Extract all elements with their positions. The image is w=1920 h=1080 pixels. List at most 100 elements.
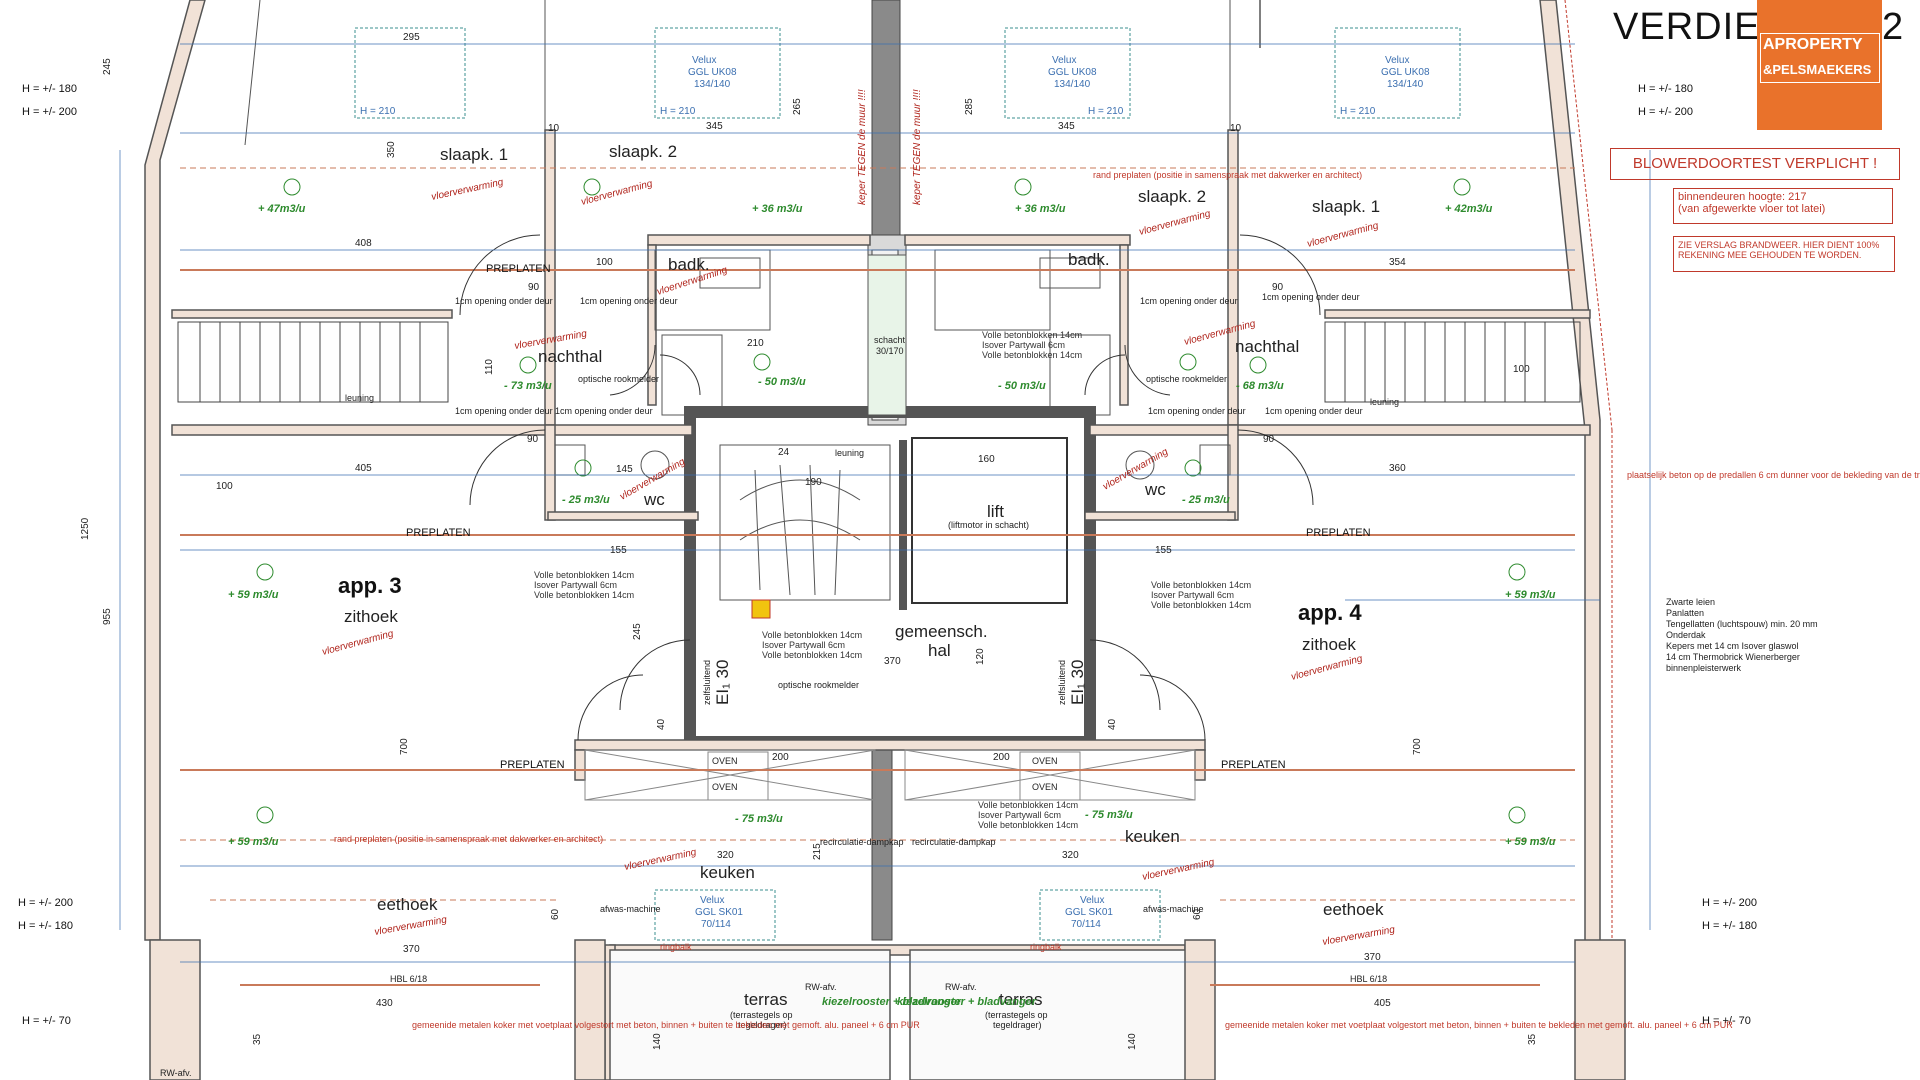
schacht-label: schacht	[874, 335, 906, 345]
airflow-25-left: - 25 m3/u	[562, 494, 610, 506]
level-h180-tl: H = +/- 180	[22, 83, 77, 95]
room-gemeensch: gemeensch.	[895, 622, 988, 641]
airflow-68: - 68 m3/u	[1236, 380, 1284, 392]
velux-type-3: GGL UK08	[1381, 67, 1430, 78]
airflow-36-left: + 36 m3/u	[752, 203, 803, 215]
document-title: VERDIE	[1613, 6, 1761, 48]
dim-295: 295	[403, 32, 420, 43]
airflow-59-right-1: + 59 m3/u	[1505, 589, 1556, 601]
dim-200-left: 200	[772, 752, 789, 763]
preplaten-lines	[180, 269, 1575, 986]
dim-155-right: 155	[1155, 545, 1172, 556]
room-terras-left: terras	[744, 990, 787, 1009]
room-hal: hal	[928, 641, 951, 660]
velux-type-5: GGL SK01	[1065, 907, 1113, 918]
level-h70-bl: H = +/- 70	[22, 1015, 71, 1027]
betonblokken-3: Volle betonblokken 14cm	[1151, 580, 1251, 590]
rand-preplaten-top: rand preplaten (positie in samenspraak m…	[1093, 170, 1362, 180]
betonblokken-9: Volle betonblokken 14cm	[978, 800, 1078, 810]
oven-right-2: OVEN	[1032, 782, 1058, 792]
dim-320-left: 320	[717, 850, 734, 861]
room-slaapk2-left: slaapk. 2	[609, 142, 677, 161]
roof-tengellatten: Tengellatten (luchtspouw) min. 20 mm	[1666, 619, 1818, 629]
ventilation-markers	[256, 178, 1526, 824]
airflow-50-left: - 50 m3/u	[758, 376, 806, 388]
app4-label: app. 4	[1298, 600, 1362, 625]
door-swings	[459, 234, 1321, 741]
betonblokken-4: Volle betonblokken 14cm	[1151, 600, 1251, 610]
dim-408: 408	[355, 238, 372, 249]
dim-100-right: 100	[1513, 364, 1530, 375]
rw-afv-left: RW-afv.	[805, 982, 837, 992]
terrace	[149, 939, 1626, 1080]
dim-100-top: 100	[596, 257, 613, 268]
level-h200-bl: H = +/- 200	[18, 897, 73, 909]
dim-145: 145	[616, 464, 633, 475]
dim-10-2: 10	[1230, 123, 1242, 134]
opening-5: 1cm opening onder deur	[455, 406, 553, 416]
level-h180-br: H = +/- 180	[1702, 920, 1757, 932]
airflow-36-right: + 36 m3/u	[1015, 203, 1066, 215]
airflow-25-right: - 25 m3/u	[1182, 494, 1230, 506]
app3-label: app. 3	[338, 573, 402, 598]
preplaten-1: PREPLATEN	[486, 263, 551, 275]
kiezelrooster-right: kiezelrooster + bladvanger	[897, 996, 1037, 1008]
airflow-59-right-2: + 59 m3/u	[1505, 836, 1556, 848]
dim-40-left: 40	[656, 718, 667, 730]
brand-logo: APROPERTY &PELSMAEKERS	[1757, 0, 1882, 130]
airflow-75-left: - 75 m3/u	[735, 813, 783, 825]
ei30-right: EI₁ 30	[1068, 660, 1087, 705]
airflow-73: - 73 m3/u	[504, 380, 552, 392]
hbl-left: HBL 6/18	[390, 974, 427, 984]
velux-h-1: H = 210	[660, 106, 696, 117]
level-h200-br: H = +/- 200	[1702, 897, 1757, 909]
koker-right: gemeenide metalen koker met voetplaat vo…	[1225, 1020, 1733, 1030]
level-h200-tl: H = +/- 200	[22, 106, 77, 118]
room-wc-left: wc	[643, 490, 665, 509]
kiezelrooster-left: kiezelrooster + bladvanger	[822, 996, 962, 1008]
partywall-5: Isover Partywall 6cm	[978, 810, 1061, 820]
dim-140-right: 140	[1127, 1033, 1138, 1050]
velux-dim-1: 134/140	[694, 79, 731, 90]
rookmelder-nachthal-left: optische rookmelder	[578, 374, 659, 384]
level-h180-bl: H = +/- 180	[18, 920, 73, 932]
dim-200-right: 200	[993, 752, 1010, 763]
rookmelder-left: optische rookmelder	[778, 680, 859, 690]
afwasmachine-right: afwas-machine	[1143, 904, 1204, 914]
velux-type-4: GGL SK01	[695, 907, 743, 918]
roof-zwarte-leien: Zwarte leien	[1666, 597, 1715, 607]
hbl-right: HBL 6/18	[1350, 974, 1387, 984]
velux-labels: Velux GGL UK08 134/140 H = 210 Velux GGL…	[360, 55, 1430, 930]
terras-right-sub1: (terrastegels op	[985, 1010, 1048, 1020]
terras-left-sub2: tegeldrager)	[738, 1020, 787, 1030]
vloerverwarming-12: vloerverwarming	[623, 847, 697, 873]
preplaten-5: PREPLATEN	[1221, 759, 1286, 771]
room-eethoek-right: eethoek	[1323, 900, 1384, 919]
logo-line2: &PELSMAEKERS	[1763, 62, 1872, 77]
dim-100-left: 100	[216, 481, 233, 492]
airflow-50-right: - 50 m3/u	[998, 380, 1046, 392]
document-title-suffix: 2	[1882, 6, 1904, 48]
fire-report-note: ZIE VERSLAG BRANDWEER. HIER DIENT 100% R…	[1673, 236, 1895, 272]
partywall-2: Isover Partywall 6cm	[1151, 590, 1234, 600]
level-h200-tr: H = +/- 200	[1638, 106, 1693, 118]
plaatselijk-beton: plaatselijk beton op de predallen 6 cm d…	[1627, 470, 1920, 480]
blowerdoor-note: BLOWERDOORTEST VERPLICHT !	[1610, 148, 1900, 180]
dim-215: 215	[812, 843, 823, 860]
opening-1: 1cm opening onder deur	[455, 296, 553, 306]
betonblokken-8: Volle betonblokken 14cm	[982, 350, 1082, 360]
opening-3: 1cm opening onder deur	[1140, 296, 1238, 306]
schacht-dim: 30/170	[876, 346, 904, 356]
recirculatie-left: recirculatie-dampkap	[820, 837, 904, 847]
opening-6: 1cm opening onder deur	[555, 406, 653, 416]
room-zithoek-right: zithoek	[1302, 635, 1356, 654]
opening-2: 1cm opening onder deur	[580, 296, 678, 306]
stair-core	[684, 406, 1096, 748]
vloerverwarming-14: vloerverwarming	[374, 914, 449, 938]
zelfsluitend-left: zelfsluitend	[702, 660, 712, 705]
dim-35-left: 35	[252, 1033, 263, 1045]
oven-right-1: OVEN	[1032, 756, 1058, 766]
room-keuken-left: keuken	[700, 863, 755, 882]
level-h70-br: H = +/- 70	[1702, 1015, 1751, 1027]
dim-35-right: 35	[1527, 1033, 1538, 1045]
